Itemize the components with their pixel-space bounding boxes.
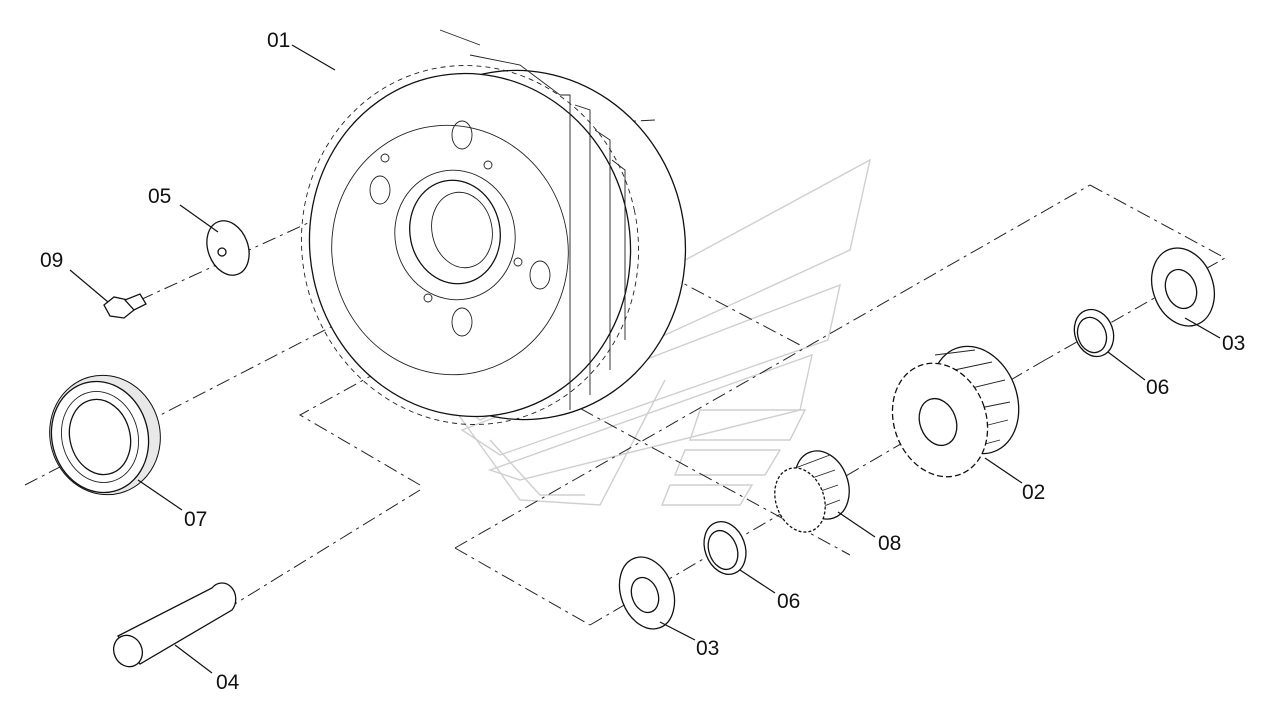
thrust-washer-right <box>1151 247 1215 327</box>
callout-06-bottom: 06 <box>777 590 800 613</box>
ring-bottom <box>703 521 747 575</box>
needle-bearing <box>774 450 850 533</box>
bearing <box>49 374 161 496</box>
callout-01: 01 <box>267 29 290 52</box>
large-gear <box>301 29 687 425</box>
callout-04: 04 <box>216 671 240 694</box>
callout-02: 02 <box>1022 481 1045 504</box>
callout-03-right: 03 <box>1222 332 1245 355</box>
callout-06-right: 06 <box>1146 376 1169 399</box>
ring-right <box>1073 308 1115 358</box>
callout-05: 05 <box>148 185 171 208</box>
pin-shaft <box>112 582 237 668</box>
callouts: 01 02 03 03 04 05 06 06 07 08 09 <box>40 29 1245 694</box>
callout-07: 07 <box>184 508 207 531</box>
callout-03-bottom: 03 <box>696 637 719 660</box>
callout-09: 09 <box>40 249 63 272</box>
bolt <box>103 293 147 319</box>
pinion-gear <box>891 345 1020 478</box>
callout-08: 08 <box>878 532 901 555</box>
washer <box>206 220 250 276</box>
thrust-washer-bottom <box>618 556 676 630</box>
leader-lines <box>69 44 1221 674</box>
